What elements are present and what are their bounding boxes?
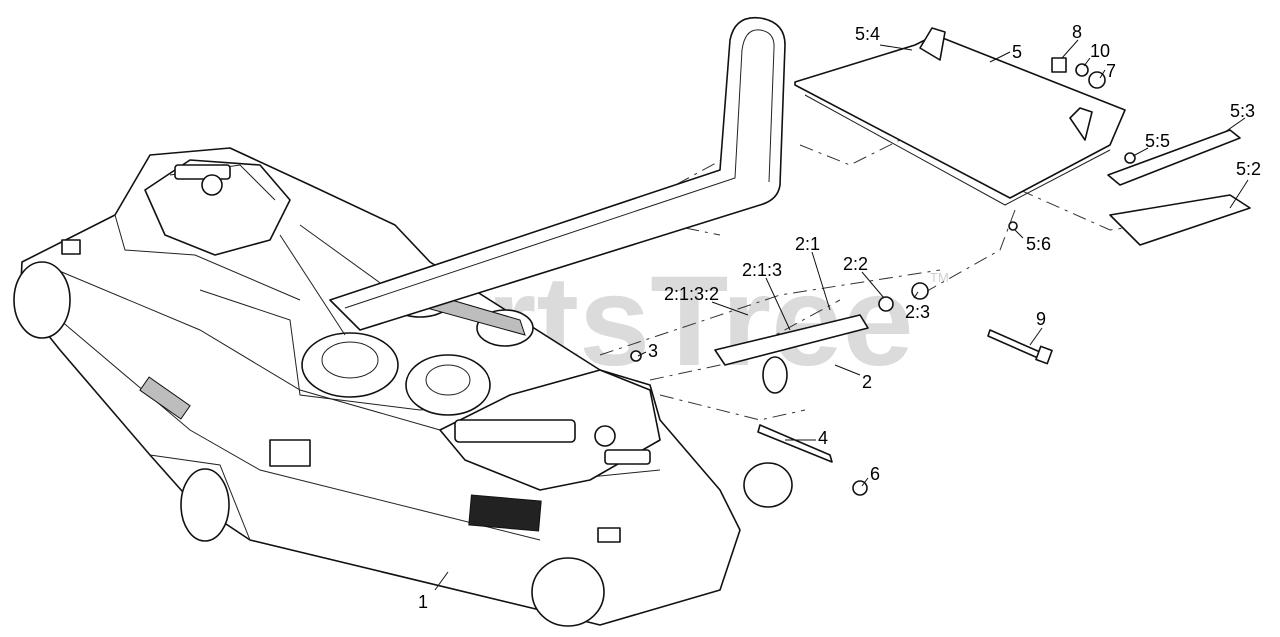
label-2-1-3: 2:1:3 [742,260,782,280]
label-9: 9 [1036,309,1046,329]
pivot-assembly [630,57,1136,496]
label-2: 2 [862,372,872,392]
leader-lines [434,39,1249,591]
label-2-2: 2:2 [843,254,868,274]
baffle-plate [794,27,1126,206]
label-10: 10 [1090,41,1110,61]
mower-deck [13,147,793,627]
label-6: 6 [870,464,880,484]
label-2-1-3-2: 2:1:3:2 [664,284,719,304]
label-2-1: 2:1 [795,234,820,254]
label-5: 5 [1012,42,1022,62]
label-5-4: 5:4 [855,24,880,44]
label-5-3: 5:3 [1230,101,1255,121]
label-1: 1 [418,592,428,612]
callout-labels: 1 2 2:1 2:1:3 2:1:3:2 2:2 2:3 3 4 5 5:2 … [418,22,1261,612]
label-4: 4 [818,428,828,448]
label-8: 8 [1072,22,1082,42]
watermark-trademark: TM [930,270,949,285]
label-7: 7 [1106,61,1116,81]
side-brackets [1107,129,1251,246]
label-5-6: 5:6 [1026,234,1051,254]
label-5-5: 5:5 [1145,131,1170,151]
label-3: 3 [648,341,658,361]
label-2-3: 2:3 [905,302,930,322]
deck-handle [329,16,786,331]
label-5-2: 5:2 [1236,159,1261,179]
